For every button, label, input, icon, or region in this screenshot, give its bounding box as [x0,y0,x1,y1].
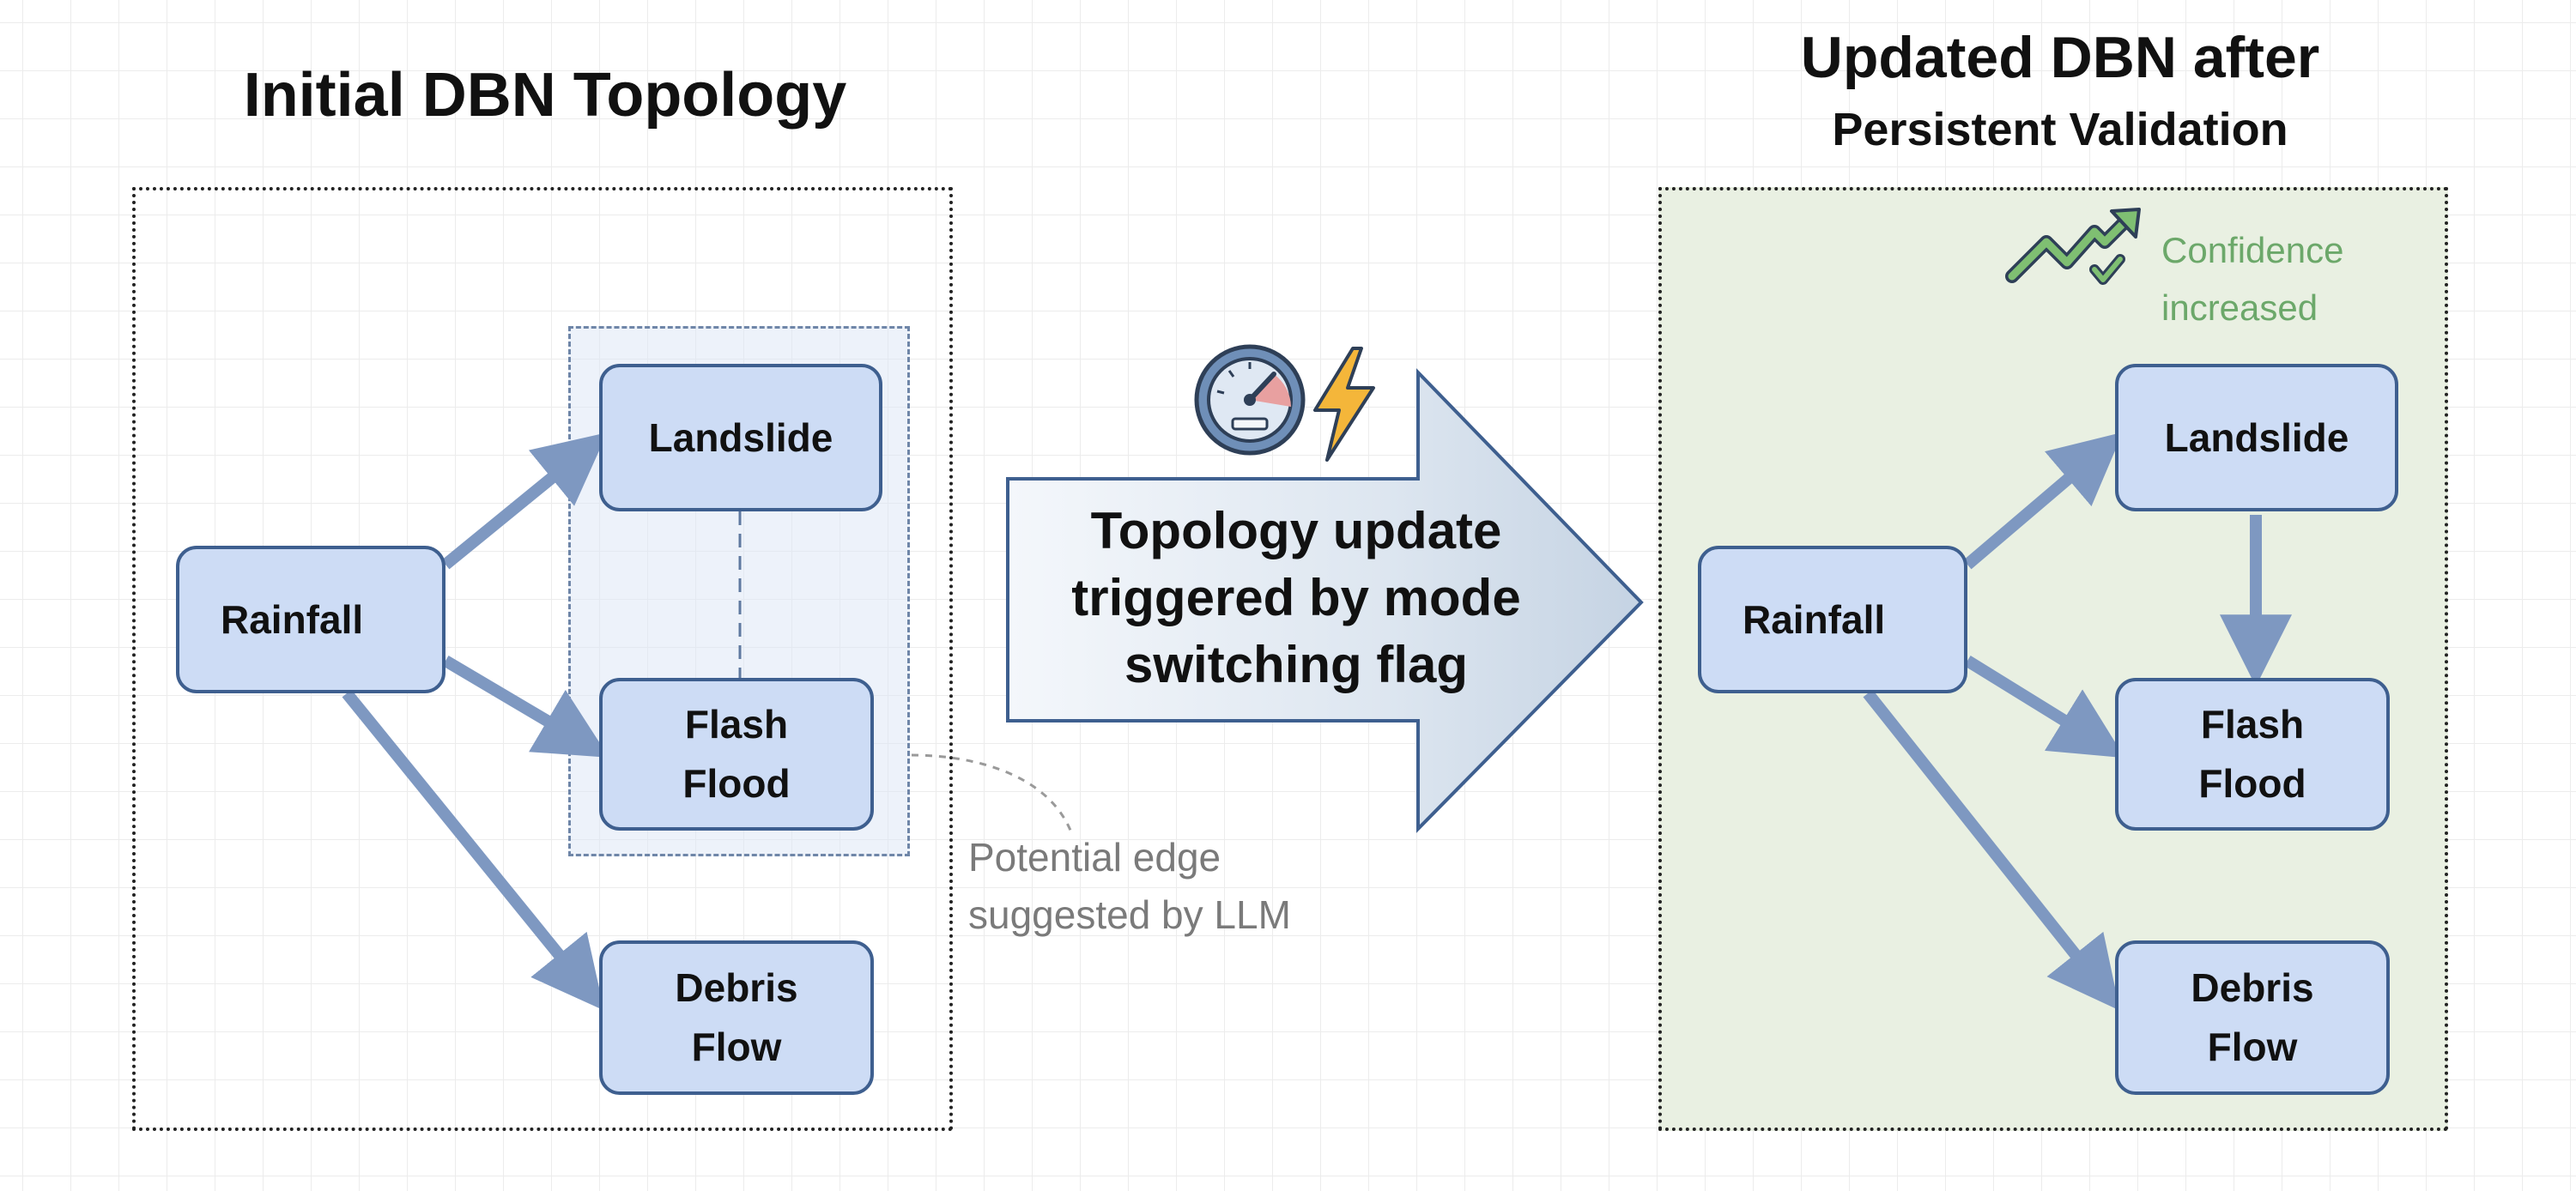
annotation-line-2: suggested by LLM [968,892,1291,937]
updated-topology-title: Updated DBN after [1800,25,2320,90]
initial-topology-title: Initial DBN Topology [243,61,847,130]
potential-edge-annotation: Potential edge suggested by LLM [968,829,1415,943]
right-node-debris-flow: Debris Flow [2115,940,2390,1095]
speedometer-icon [1194,344,1306,456]
left-node-debris-flow: Debris Flow [599,940,874,1095]
transition-label-line-2: triggered by mode [1071,569,1521,626]
confidence-label: Confidence increased [2161,221,2419,336]
right-node-rainfall: Rainfall [1698,546,1967,693]
right-node-flash-flood: Flash Flood [2115,678,2390,831]
transition-label: Topology update triggered by mode switch… [1013,498,1579,698]
initial-topology-panel [132,187,953,1131]
left-node-landslide: Landslide [599,364,882,511]
right-node-landslide: Landslide [2115,364,2398,511]
left-node-flash-flood: Flash Flood [599,678,874,831]
confidence-line-2: increased [2161,287,2318,329]
left-node-rainfall: Rainfall [176,546,445,693]
confidence-line-1: Confidence [2161,230,2344,270]
lightning-bolt-icon [1313,347,1375,462]
trending-up-check-icon [2005,208,2141,285]
annotation-line-1: Potential edge [968,835,1221,880]
updated-topology-subtitle: Persistent Validation [1832,104,2288,155]
transition-label-line-1: Topology update [1090,502,1502,559]
transition-label-line-3: switching flag [1124,636,1469,693]
